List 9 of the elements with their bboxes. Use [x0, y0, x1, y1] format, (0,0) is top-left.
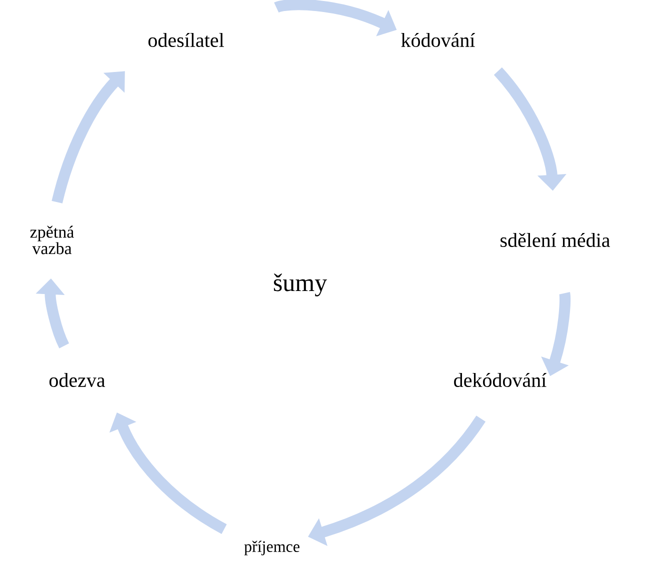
node-label: odesílatel: [148, 32, 224, 48]
center-label: šumy: [274, 274, 327, 296]
node-label: odezva: [49, 372, 106, 388]
node-label: sdělení média: [500, 232, 610, 248]
curved-arrow: [52, 71, 125, 204]
node-label: příjemce: [244, 540, 300, 556]
node-label: kódování: [401, 32, 475, 48]
node-label: dekódování: [454, 372, 546, 388]
node-label: zpětná vazba: [30, 226, 74, 254]
